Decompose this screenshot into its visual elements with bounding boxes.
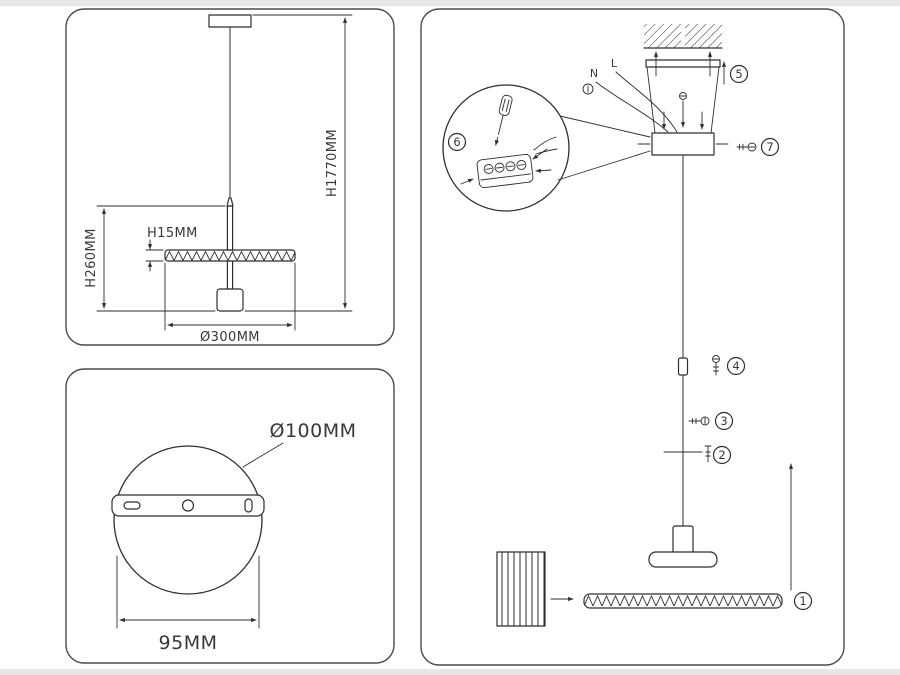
canopy-circle-shape [113, 445, 263, 595]
step1-number: 1 [799, 594, 806, 608]
step3-number: 3 [720, 414, 727, 428]
disc-shade-shape [164, 249, 296, 262]
dim-disc-thickness [145, 239, 164, 272]
dim-lower-height [96, 205, 226, 312]
install-canopy [637, 132, 729, 156]
supply-wires [582, 71, 678, 133]
screwdriver-icon [494, 94, 513, 146]
screw-icon [712, 355, 720, 376]
magnifier-circle [442, 84, 570, 212]
center-hole-shape [181, 499, 195, 512]
step5-badge [729, 64, 749, 84]
step-7: 7 [736, 137, 780, 157]
step6-number: 6 [453, 135, 460, 149]
page-top-trim [0, 0, 900, 6]
install-canopy-shape [651, 132, 715, 156]
step-3: 3 [688, 411, 734, 431]
pendant-side-drawing [164, 14, 296, 312]
package-box-shape [496, 551, 546, 627]
step-4: 4 [712, 355, 746, 376]
step-5: 5 [721, 61, 749, 85]
wire-live-label: L [611, 57, 618, 70]
bracket-shape [645, 59, 721, 68]
mounting-bracket [645, 59, 721, 68]
package-box [496, 551, 574, 627]
bracket-screw-arrows [653, 51, 713, 77]
canopy-screw-arrows [661, 92, 705, 130]
dim-total-height-label: H1770MM [325, 129, 340, 197]
lower-rod-shape [226, 260, 234, 290]
dim-total-height [244, 14, 353, 312]
diffuser-panel-shape [583, 593, 783, 609]
screw-icon [736, 142, 757, 152]
step-2: 2 [704, 445, 732, 465]
step7-number: 7 [766, 140, 773, 154]
dim-mount-spacing [116, 555, 260, 629]
dim-disc-diameter [164, 262, 296, 331]
step-1: 1 [793, 591, 813, 611]
step1-badge [793, 591, 813, 611]
ceiling-hatch [643, 24, 723, 49]
right-slot-shape [244, 498, 253, 513]
bottom-cylinder-shape [216, 288, 244, 312]
terminal-wire-arrows [460, 136, 558, 185]
terminal-detail-magnifier: 6 [442, 84, 651, 212]
dim-canopy-diameter-label: Ø100MM [269, 420, 356, 442]
upper-rod-shape [226, 205, 234, 251]
ceiling-canopy-shape [208, 14, 252, 28]
cable-connector-shape [677, 357, 689, 376]
dim-disc-diameter-label: Ø300MM [200, 330, 260, 345]
drop-assembly [648, 154, 718, 568]
canopy-diameter-leader [242, 442, 284, 468]
step2-number: 2 [718, 448, 725, 462]
step3-badge [714, 411, 734, 431]
step5-number: 5 [735, 67, 742, 81]
left-slot-shape [123, 501, 141, 510]
step6-badge [447, 132, 467, 152]
magnifier-pointer-lines [557, 115, 651, 181]
canopy-top-drawing [111, 445, 265, 595]
ceiling-hatch-right [685, 24, 722, 48]
dim-mount-spacing-label: 95MM [159, 632, 218, 654]
shade-body-shape [648, 551, 718, 568]
terminal-block-icon [476, 153, 534, 189]
dim-lower-height-label: H260MM [84, 228, 99, 287]
mount-plate-shape [111, 494, 265, 517]
step2-badge [712, 445, 732, 465]
ceiling-hatch-left [644, 24, 681, 48]
lamp-holder-shape [672, 525, 694, 554]
pin-icon [704, 445, 712, 463]
step4-badge [726, 356, 746, 376]
step4-number: 4 [732, 359, 739, 373]
wire-neutral-label: N [590, 67, 598, 80]
step7-badge [760, 137, 780, 157]
page-bottom-trim [0, 669, 900, 675]
panel-top-view: Ø100MM 95MM [65, 368, 395, 664]
panel-installation: N L 5 [420, 8, 845, 666]
panel-side-view: H1770MM H260MM H15MM Ø300MM [65, 8, 395, 346]
canopy-projection-lines [646, 66, 720, 134]
screw-icon [688, 416, 710, 426]
dim-disc-thickness-label: H15MM [147, 226, 198, 241]
